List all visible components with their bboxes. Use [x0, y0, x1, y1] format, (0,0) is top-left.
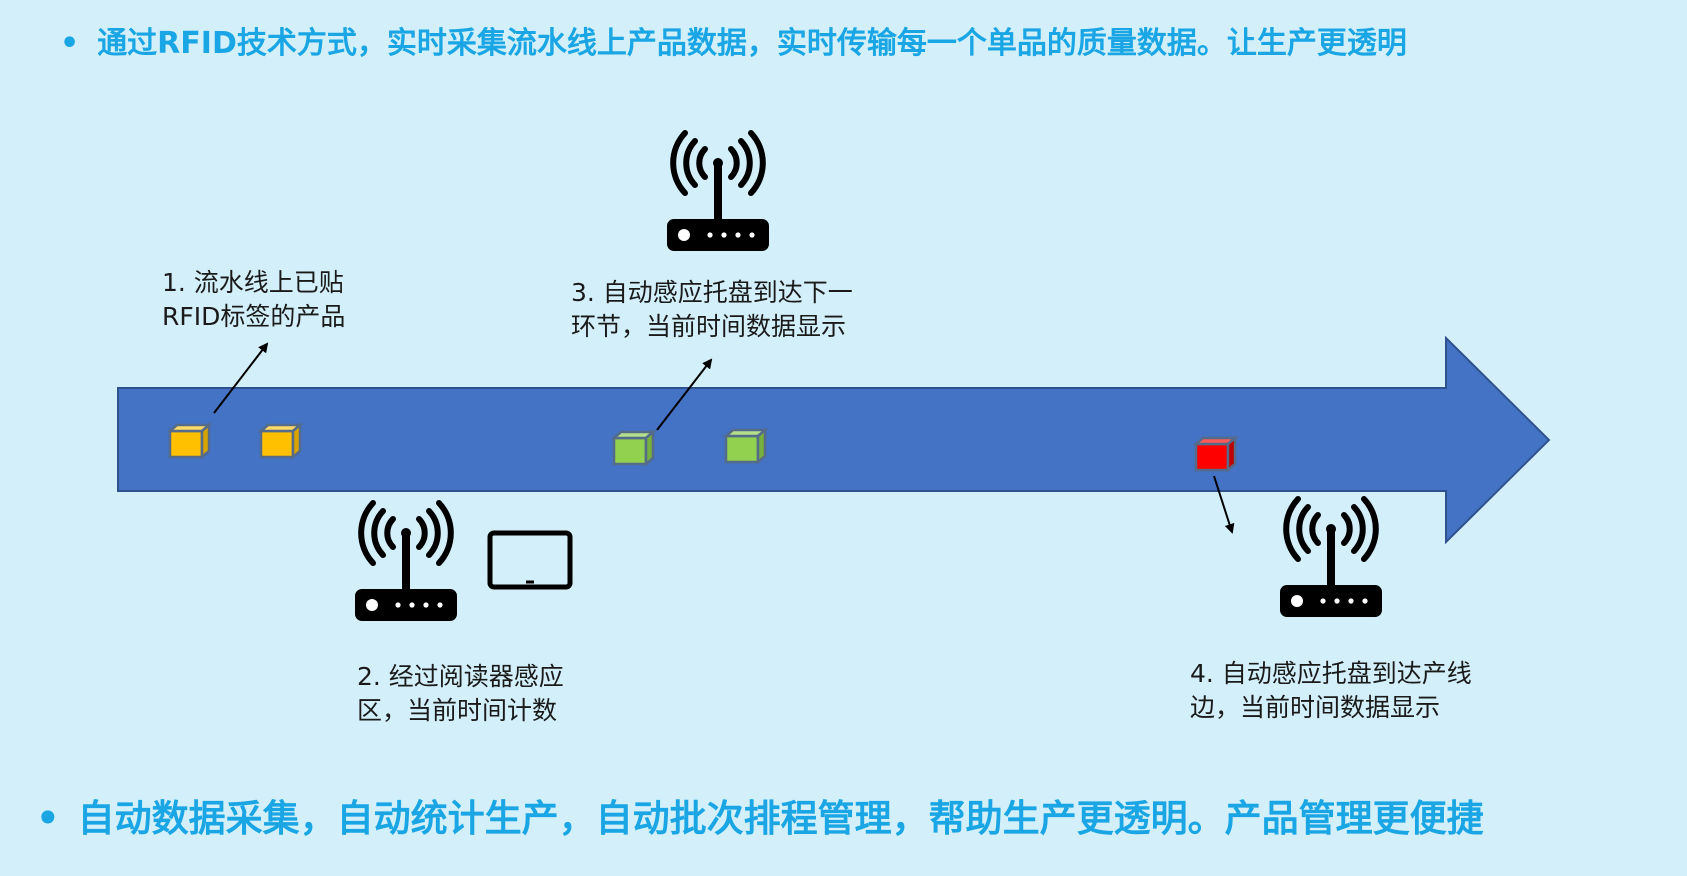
product-box-icon: [166, 422, 213, 460]
top-bullet-point: • 通过RFID技术方式，实时采集流水线上产品数据，实时传输每一个单品的质量数据。…: [60, 18, 1407, 62]
pointer-arrow: [1213, 475, 1235, 534]
step-4-line-2: 边，当前时间数据显示: [1190, 693, 1441, 722]
product-box-icon: [610, 429, 657, 467]
bullet-dot: •: [60, 26, 80, 61]
pointer-arrow: [213, 342, 269, 414]
bullet-dot: •: [36, 797, 60, 840]
product-box-icon: [1192, 435, 1239, 473]
bottom-bullet-text: 自动数据采集，自动统计生产，自动批次排程管理，帮助生产更透明。产品管理更便捷: [77, 797, 1484, 840]
step-3-line-1: 3. 自动感应托盘到达下一: [571, 278, 853, 307]
pointer-arrow: [656, 358, 713, 431]
step-1-line-2: RFID标签的产品: [162, 302, 346, 331]
rfid-reader-icon: [1280, 499, 1382, 617]
step-3-label: 3. 自动感应托盘到达下一 环节，当前时间数据显示: [571, 276, 853, 344]
conveyor-arrow: [117, 335, 1551, 545]
top-bullet-text: 通过RFID技术方式，实时采集流水线上产品数据，实时传输每一个单品的质量数据。让…: [97, 26, 1407, 61]
rfid-reader-icon: [355, 503, 457, 621]
step-2-line-1: 2. 经过阅读器感应: [357, 662, 564, 691]
step-2-line-2: 区，当前时间计数: [357, 696, 558, 725]
step-1-line-1: 1. 流水线上已贴: [162, 268, 344, 297]
product-box-icon: [257, 422, 304, 460]
step-4-label: 4. 自动感应托盘到达产线 边，当前时间数据显示: [1190, 657, 1472, 725]
tablet-icon: [487, 530, 573, 590]
bottom-bullet-point: • 自动数据采集，自动统计生产，自动批次排程管理，帮助生产更透明。产品管理更便捷: [36, 788, 1484, 842]
step-2-label: 2. 经过阅读器感应 区，当前时间计数: [357, 660, 564, 728]
step-3-line-2: 环节，当前时间数据显示: [571, 312, 847, 341]
step-1-label: 1. 流水线上已贴 RFID标签的产品: [162, 266, 345, 334]
step-4-line-1: 4. 自动感应托盘到达产线: [1190, 659, 1472, 688]
rfid-reader-icon: [667, 133, 769, 251]
product-box-icon: [722, 427, 769, 465]
